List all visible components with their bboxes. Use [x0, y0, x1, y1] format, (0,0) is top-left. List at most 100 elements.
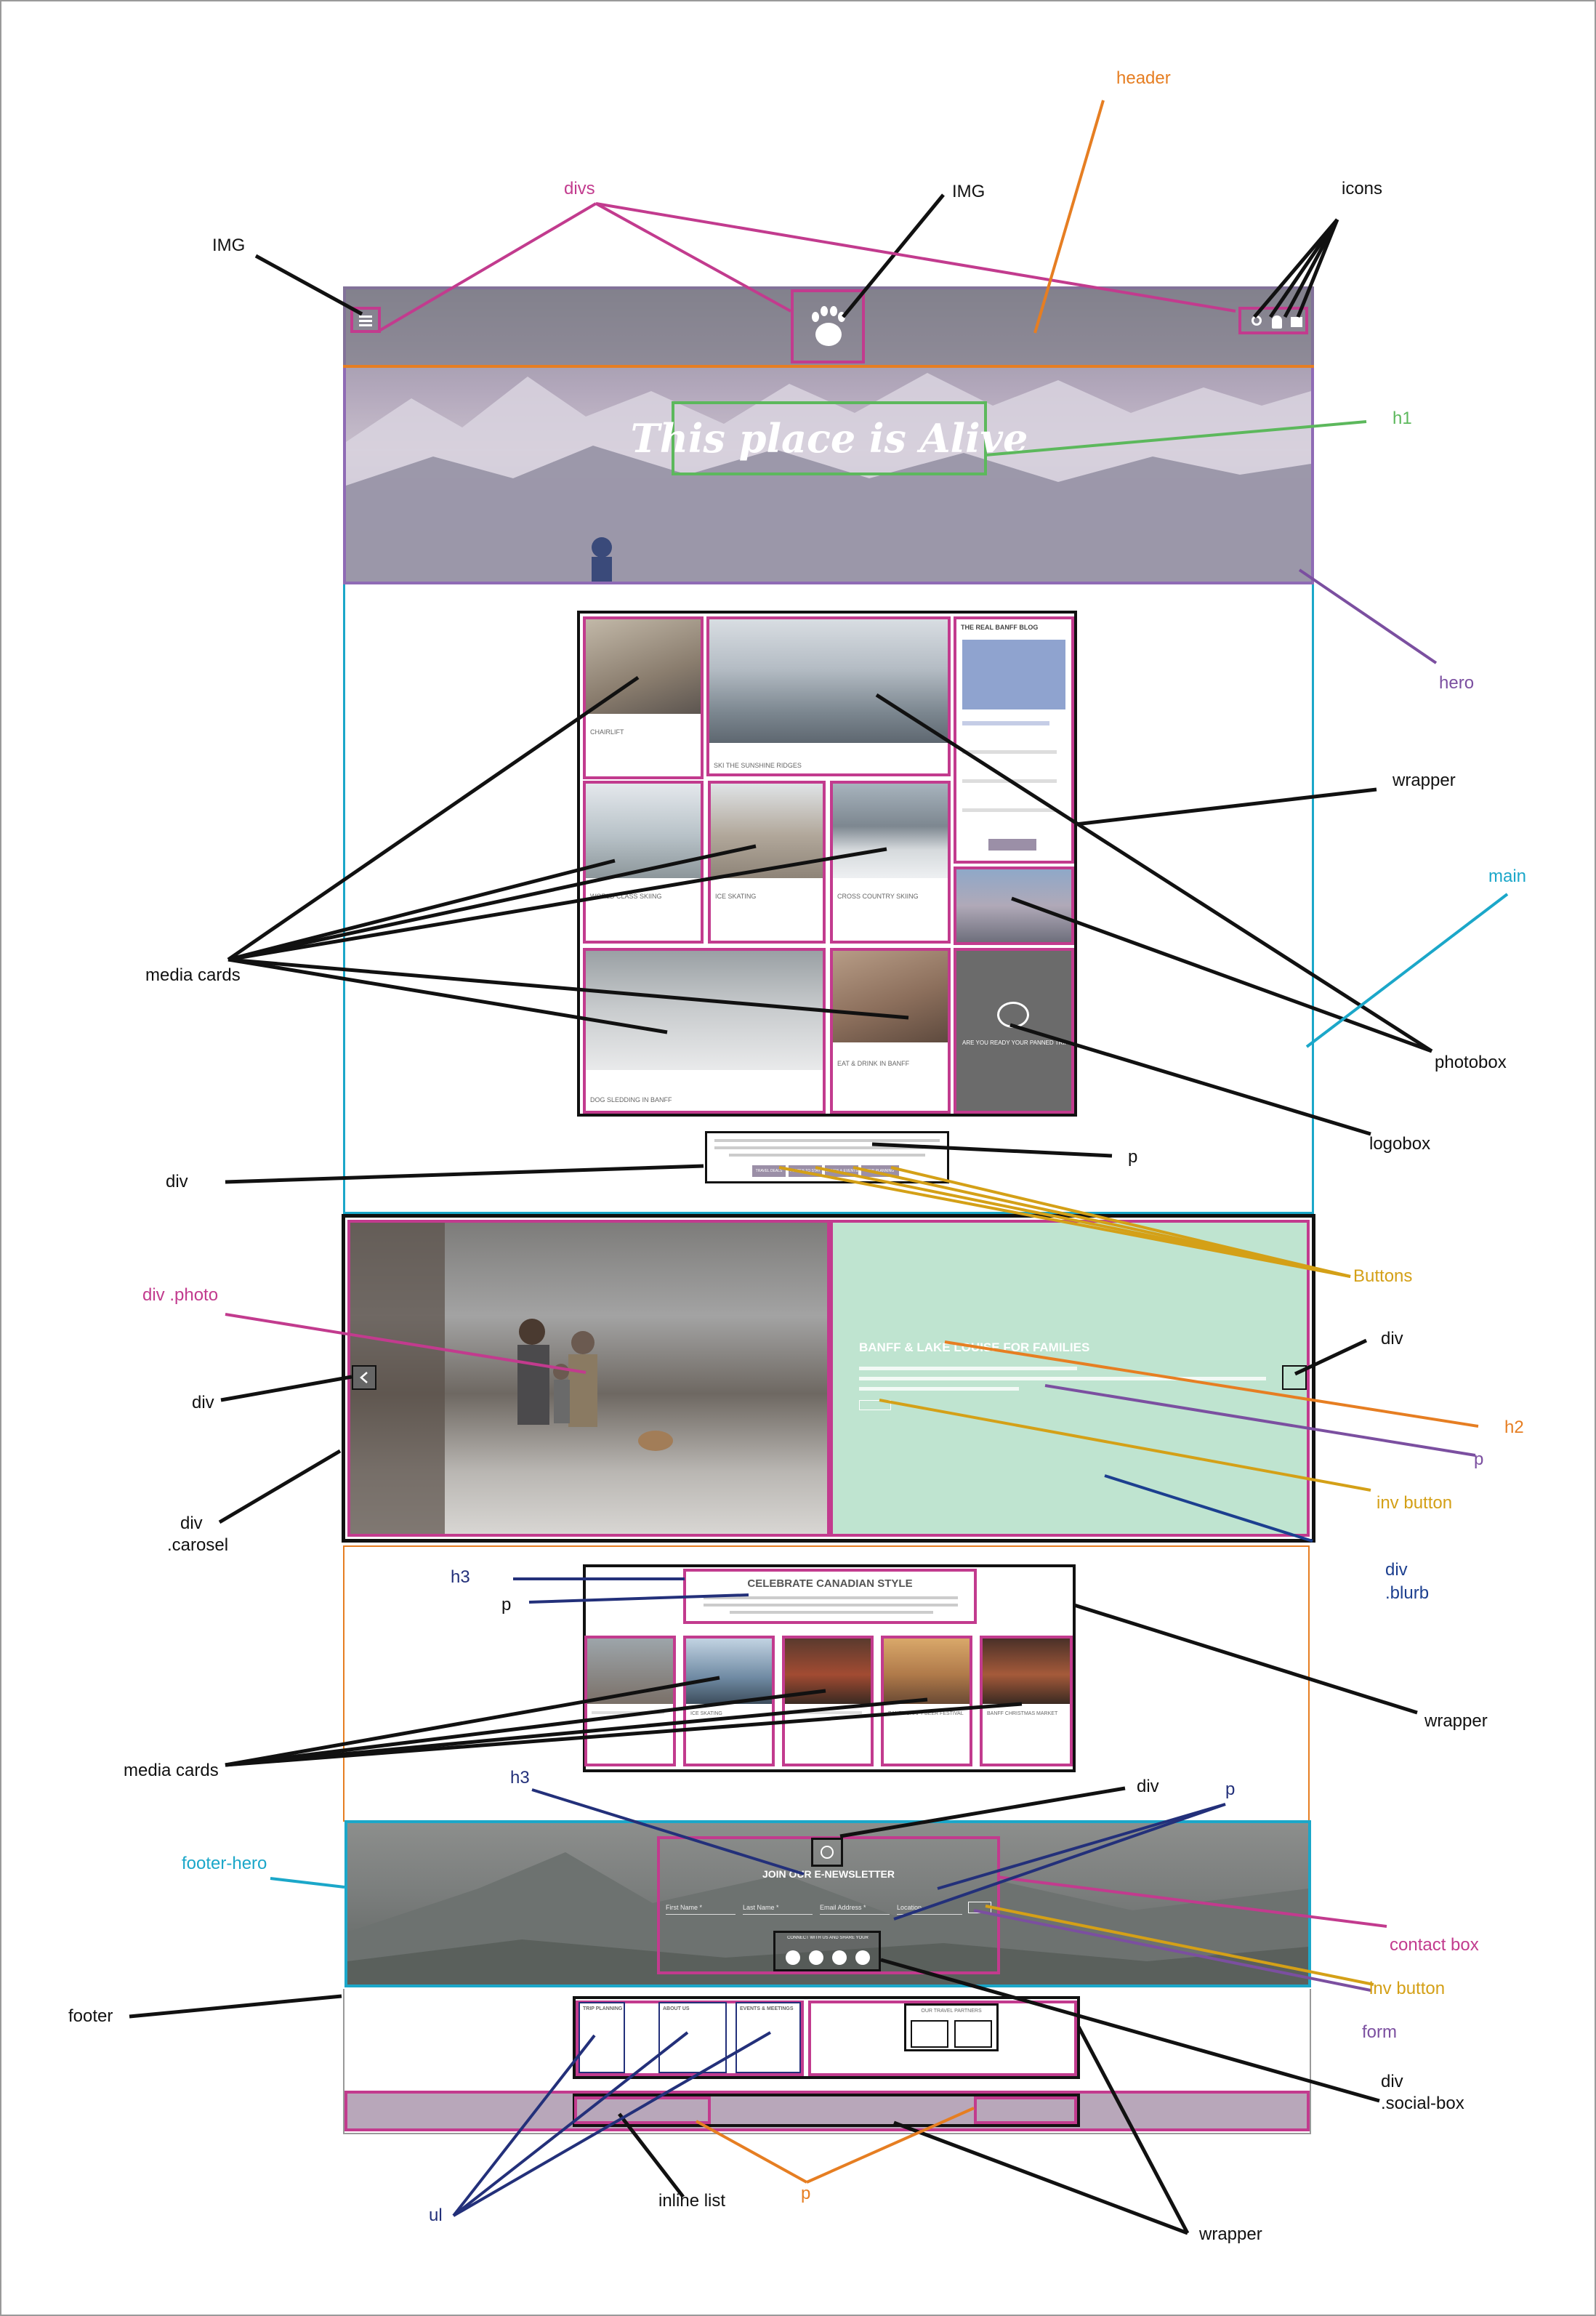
photobox-town[interactable]	[954, 867, 1074, 945]
footer-ul-trip: TRIP PLANNING	[579, 2002, 625, 2073]
hero-title-box: This place is Alive	[631, 401, 1028, 475]
celebrate-card-caption: BANFF CHRISTMAS MARKET	[987, 1711, 1058, 1716]
label-img-left: IMG	[212, 236, 246, 255]
label-wrapper-2: wrapper	[1424, 1711, 1488, 1731]
location-field[interactable]: Location	[897, 1900, 962, 1915]
things-events-button[interactable]: THINGS & EVENTS	[825, 1165, 858, 1177]
youtube-icon[interactable]	[855, 1950, 870, 1965]
places-to-stay-button[interactable]: PLACES TO STAY	[789, 1165, 822, 1177]
celebrate-card[interactable]: BANFF CRAFT BEER FESTIVAL	[881, 1636, 972, 1766]
media-card-image	[833, 784, 948, 878]
celebrate-paragraph-line	[730, 1611, 933, 1614]
label-div-blurb-a: div	[1385, 1560, 1408, 1580]
celebrate-card[interactable]: BANFF CHRISTMAS MARKET	[980, 1636, 1073, 1766]
celebrate-card[interactable]	[584, 1636, 676, 1766]
carousel-prev-button[interactable]	[352, 1365, 376, 1390]
logobox-emblem-icon	[997, 1002, 1029, 1028]
media-card-chairlift[interactable]: CHAIRLIFT	[583, 616, 704, 779]
media-card-image	[586, 951, 823, 1070]
media-card-cross-country[interactable]: CROSS COUNTRY SKIING	[830, 781, 951, 944]
label-div-2: div	[1381, 1329, 1403, 1348]
inv-button[interactable]	[859, 1400, 891, 1410]
logo-box[interactable]	[791, 289, 865, 363]
icons-box[interactable]	[1238, 307, 1308, 334]
last-name-field[interactable]: Last Name *	[743, 1900, 813, 1915]
label-div-photo: div .photo	[142, 1285, 219, 1305]
celebrate-card-caption: BANFF CRAFT BEER FESTIVAL	[888, 1711, 964, 1716]
label-img-top: IMG	[952, 182, 986, 201]
media-card-caption: ICE SKATING	[715, 893, 757, 900]
submit-inv-button[interactable]	[968, 1902, 991, 1913]
label-div-social-a: div	[1381, 2072, 1403, 2091]
media-card-eat-drink[interactable]: EAT & DRINK IN BANFF	[830, 948, 951, 1114]
label-p-5: p	[801, 2184, 811, 2203]
label-p-3: p	[501, 1595, 512, 1615]
media-card-dog-sledding[interactable]: DOG SLEDDING IN BANFF	[583, 948, 826, 1114]
email-field[interactable]: Email Address *	[820, 1900, 890, 1915]
footer-col-heading: ABOUT US	[663, 2006, 690, 2011]
blog-image	[962, 640, 1065, 709]
label-contact-box: contact box	[1390, 1935, 1479, 1955]
menu-icon-box[interactable]	[350, 307, 381, 333]
carousel-photo	[347, 1220, 830, 1537]
footer-ul-events: EVENTS & MEETINGS	[735, 2002, 801, 2073]
menu-icon	[359, 315, 372, 318]
label-p-4: p	[1225, 1780, 1236, 1799]
label-div-carosel-a: div	[180, 1513, 203, 1533]
twitter-icon[interactable]	[786, 1950, 800, 1965]
blurb-paragraph-line	[859, 1377, 1266, 1380]
media-card-caption: EAT & DRINK IN BANFF	[837, 1060, 910, 1067]
newsletter-heading: JOIN OUR E-NEWSLETTER	[762, 1868, 895, 1880]
mail-icon	[821, 1846, 834, 1859]
family-photo	[350, 1223, 673, 1534]
media-card-caption: CROSS COUNTRY SKIING	[837, 893, 919, 900]
label-header: header	[1116, 68, 1171, 88]
photobox-ski-ridges[interactable]: SKI THE SUNSHINE RIDGES	[706, 616, 951, 776]
celebrate-card[interactable]: ICE SKATING	[683, 1636, 775, 1766]
photobox-image	[956, 869, 1071, 942]
label-wrapper-1: wrapper	[1393, 771, 1456, 790]
media-card-image	[586, 784, 701, 878]
search-icon[interactable]	[1252, 315, 1262, 326]
user-icon[interactable]	[1272, 315, 1282, 329]
partners-heading: OUR TRAVEL PARTNERS	[921, 2009, 982, 2014]
partner-logo	[911, 2020, 948, 2048]
instagram-icon[interactable]	[809, 1950, 823, 1965]
label-h3-1: h3	[451, 1567, 470, 1587]
facebook-icon[interactable]	[832, 1950, 847, 1965]
label-footer-hero: footer-hero	[182, 1854, 267, 1873]
label-inv-button-2: inv button	[1369, 1979, 1446, 1998]
label-logobox: logobox	[1369, 1134, 1431, 1154]
trip-planning-button[interactable]: TRIP PLANNING	[861, 1165, 899, 1177]
intro-div: TRAVEL DEALS PLACES TO STAY THINGS & EVE…	[705, 1131, 949, 1183]
label-buttons: Buttons	[1353, 1266, 1413, 1286]
blurb-paragraph-line	[859, 1367, 1077, 1370]
label-divs: divs	[564, 179, 595, 198]
celebrate-paragraph-line	[704, 1596, 958, 1599]
carousel-next-button[interactable]	[1282, 1365, 1307, 1390]
media-card-ice-skating[interactable]: ICE SKATING	[708, 781, 826, 944]
travel-deals-button[interactable]: TRAVEL DEALS	[752, 1165, 786, 1177]
cart-icon[interactable]	[1291, 317, 1302, 327]
blog-line	[962, 808, 1057, 812]
blog-card[interactable]: THE REAL BANFF BLOG	[954, 616, 1074, 864]
logobox-text: ARE YOU READY YOUR PANNED TRIP?	[962, 1040, 1065, 1046]
media-card-caption: CHAIRLIFT	[590, 728, 624, 736]
label-div-1: div	[166, 1172, 188, 1191]
celebrate-heading: CELEBRATE CANADIAN STYLE	[747, 1577, 913, 1590]
blog-more-button[interactable]	[988, 839, 1036, 851]
label-div-social-b: .social-box	[1381, 2094, 1464, 2113]
label-photobox: photobox	[1435, 1053, 1507, 1072]
footer-col-heading: EVENTS & MEETINGS	[740, 2006, 794, 2011]
media-card-world-skiing[interactable]: WORLD CLASS SKIING	[583, 781, 704, 944]
celebrate-card-caption	[789, 1711, 862, 1714]
label-hero: hero	[1439, 673, 1475, 693]
carousel-blurb: BANFF & LAKE LOUISE FOR FAMILIES	[830, 1220, 1310, 1537]
label-div-4: div	[1137, 1777, 1159, 1796]
celebrate-card[interactable]	[782, 1636, 874, 1766]
label-div-3: div	[192, 1393, 214, 1412]
first-name-field[interactable]: First Name *	[666, 1900, 735, 1915]
logobox[interactable]: ARE YOU READY YOUR PANNED TRIP?	[954, 948, 1074, 1114]
label-div-carosel-b: .carosel	[167, 1535, 229, 1555]
